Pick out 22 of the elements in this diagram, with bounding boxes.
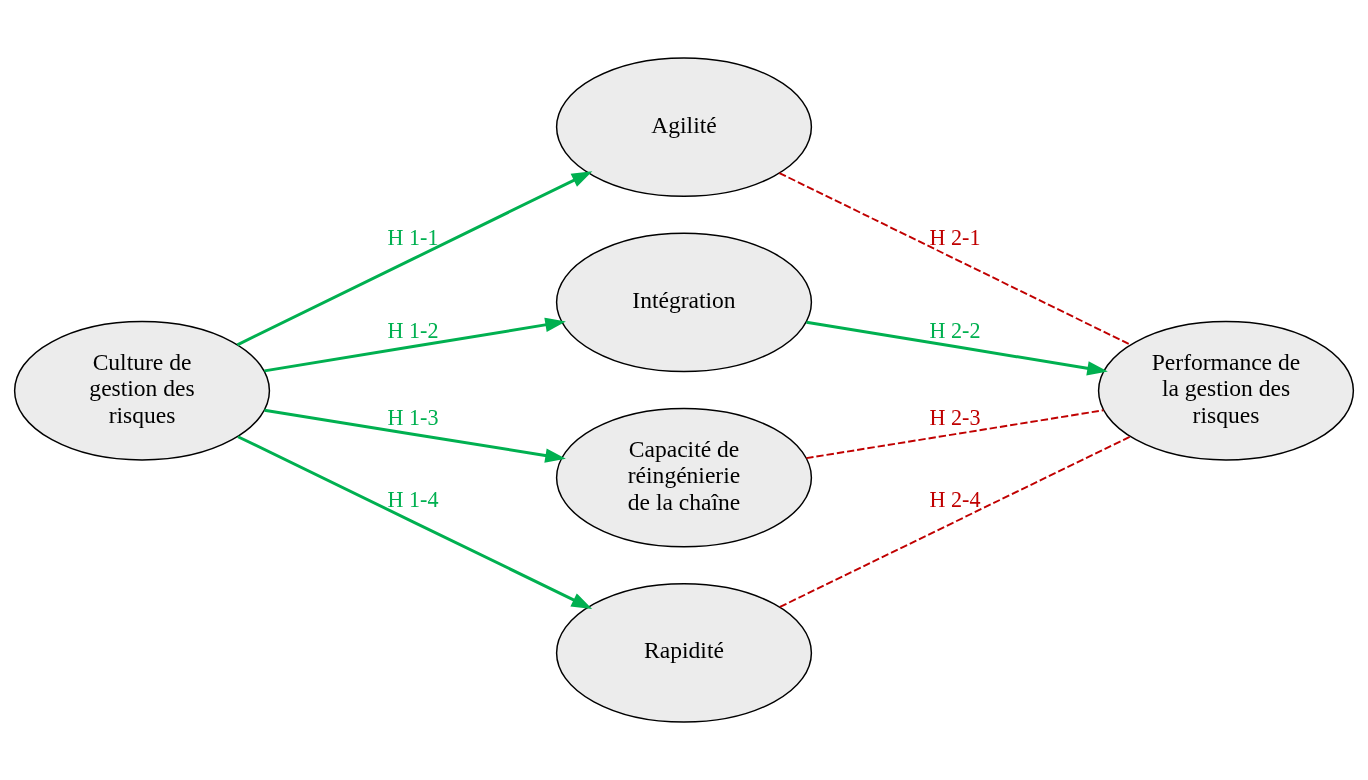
- connector: [805, 409, 1105, 460]
- edge-label: H 1-4: [387, 487, 439, 513]
- node-ellipse: Rapidité: [555, 582, 813, 723]
- edge-label: H 1-3: [387, 404, 439, 430]
- edge-label: H 1-1: [387, 224, 439, 250]
- edge-label: H 2-1: [929, 224, 981, 250]
- arrow: [264, 408, 566, 463]
- arrow: [806, 320, 1108, 376]
- node-ellipse: Agilité: [555, 57, 813, 198]
- node-ellipse: Intégration: [555, 232, 813, 373]
- edge-label: H 2-4: [929, 487, 981, 513]
- arrow: [236, 171, 593, 347]
- arrow: [264, 317, 566, 373]
- arrow: [237, 435, 593, 609]
- connector: [778, 172, 1132, 346]
- connector: [779, 435, 1132, 608]
- node-ellipse: Capacité de réingénierie de la chaîne: [555, 407, 813, 548]
- node-ellipse: Performance de la gestion des risques: [1097, 320, 1355, 461]
- edge-label: H 1-2: [387, 317, 439, 343]
- node-ellipse: Culture de gestion des risques: [13, 320, 271, 461]
- edge-label: H 2-3: [929, 404, 981, 430]
- edge-label: H 2-2: [929, 317, 981, 343]
